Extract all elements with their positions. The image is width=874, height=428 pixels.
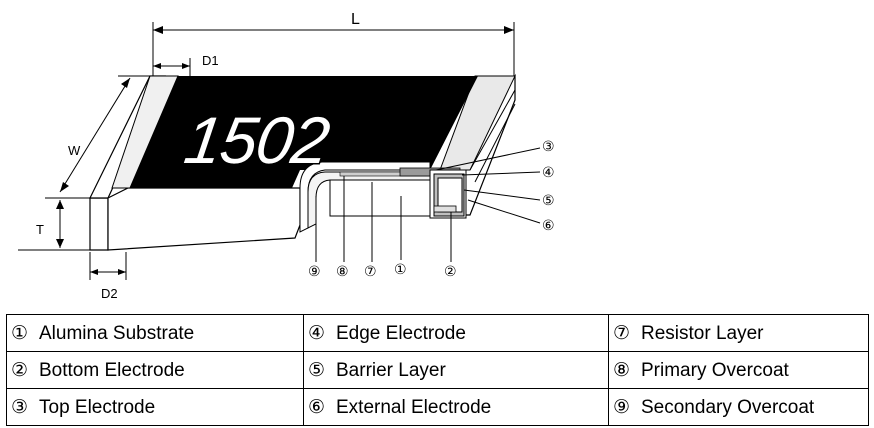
callout-6: ⑥: [542, 217, 555, 233]
legend-number: ⑦: [613, 322, 631, 344]
legend-label: Edge Electrode: [336, 322, 466, 344]
dimension-label-D2: D2: [101, 286, 118, 301]
legend-cell: ④ Edge Electrode: [303, 314, 609, 352]
legend-row: ② Bottom Electrode ⑤ Barrier Layer ⑧ Primar…: [6, 351, 869, 389]
legend-row: ① Alumina Substrate ④ Edge Electrode ⑦ Resi…: [6, 314, 869, 352]
legend-cell: ⑧ Primary Overcoat: [608, 351, 869, 389]
callout-7: ⑦: [364, 263, 377, 279]
legend-label: Alumina Substrate: [39, 322, 195, 344]
top-left-electrode: [111, 75, 179, 189]
dimension-label-T: T: [36, 222, 44, 237]
callout-5: ⑤: [542, 192, 555, 208]
legend-row: ③ Top Electrode ⑥ External Electrode ⑨ Seco…: [6, 388, 869, 426]
legend-number: ④: [308, 322, 326, 344]
chip-front-face: [107, 187, 301, 251]
dimension-label-D1: D1: [202, 53, 219, 68]
right-callout-leaders: [435, 147, 541, 224]
legend-cell: ⑥ External Electrode: [303, 388, 609, 426]
legend-label: Primary Overcoat: [641, 359, 789, 381]
legend-number: ⑤: [308, 359, 326, 381]
legend-number: ⑧: [613, 359, 631, 381]
dimension-W: W: [45, 75, 150, 199]
legend-number: ③: [11, 396, 29, 418]
legend-table: ① Alumina Substrate ④ Edge Electrode ⑦ Resi…: [6, 314, 869, 426]
bottom-callout-leaders: [315, 176, 452, 262]
overcoat-top-surface: [128, 76, 478, 188]
legend-number: ①: [11, 322, 29, 344]
callout-4: ④: [542, 164, 555, 180]
resistor-structure-diagram: 1502 L D1 W T D2: [18, 11, 555, 301]
legend-label: Bottom Electrode: [39, 359, 185, 381]
callout-8: ⑧: [336, 263, 349, 279]
callout-1: ①: [394, 261, 407, 277]
dimension-D1: D1: [153, 53, 219, 76]
legend-label: Resistor Layer: [641, 322, 764, 344]
legend-label: Secondary Overcoat: [641, 396, 815, 418]
legend-cell: ② Bottom Electrode: [6, 351, 304, 389]
callout-9: ⑨: [308, 263, 321, 279]
legend-label: Barrier Layer: [336, 359, 446, 381]
legend-label: External Electrode: [336, 396, 492, 418]
legend-cell: ⑦ Resistor Layer: [608, 314, 869, 352]
top-right-electrode: [439, 75, 516, 171]
cutaway-layers: [299, 161, 467, 233]
legend-label: Top Electrode: [39, 396, 156, 418]
legend-cell: ⑤ Barrier Layer: [303, 351, 609, 389]
legend-cell: ① Alumina Substrate: [6, 314, 304, 352]
dimension-D2: D2: [89, 252, 127, 301]
legend-cell: ⑨ Secondary Overcoat: [608, 388, 869, 426]
callout-3: ③: [542, 138, 555, 154]
legend-number: ②: [11, 359, 29, 381]
dimension-label-W: W: [68, 143, 81, 158]
dimension-L: L: [152, 11, 515, 76]
legend-number: ⑨: [613, 396, 631, 418]
legend-number: ⑥: [308, 396, 326, 418]
callout-2: ②: [444, 263, 457, 279]
dimension-T: T: [18, 200, 90, 251]
legend-cell: ③ Top Electrode: [6, 388, 304, 426]
dimension-label-L: L: [351, 11, 360, 28]
resistor-marking: 1502: [180, 104, 333, 178]
